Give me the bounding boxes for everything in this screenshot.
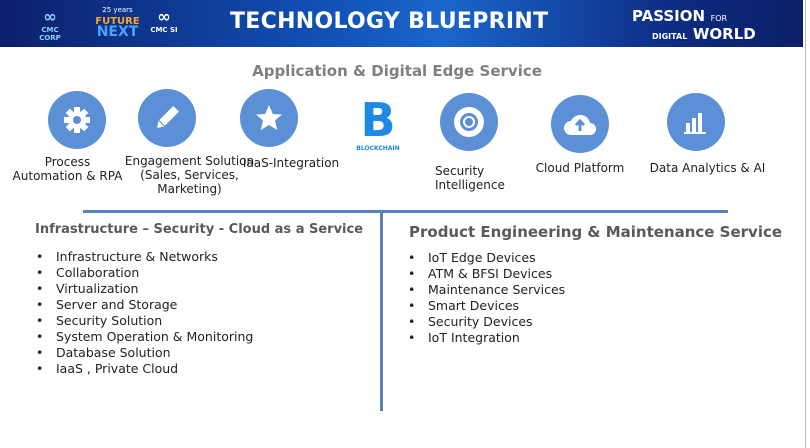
- cmc-si-logo: ∞CMC SI: [150, 7, 178, 35]
- list-item: IoT Integration: [408, 330, 565, 346]
- list-item: Infrastructure & Networks: [36, 249, 253, 265]
- next-text: NEXT: [96, 24, 139, 40]
- header-banner: ∞CMC CORP 25 years FUTURE NEXT ∞CMC SI T…: [0, 0, 803, 47]
- cloud-upload-icon: [551, 95, 609, 153]
- right-column-heading: Product Engineering & Maintenance Servic…: [409, 223, 783, 241]
- world-text: WORLD: [692, 25, 756, 43]
- list-item: IaaS , Private Cloud: [36, 361, 253, 377]
- for-text: FOR: [710, 14, 728, 23]
- service-label-engagement: Engagement Solution (Sales, Services, Ma…: [124, 154, 255, 196]
- service-label-data: Data Analytics & AI: [649, 161, 766, 175]
- list-item: Security Devices: [408, 314, 565, 330]
- list-item: Server and Storage: [36, 297, 253, 313]
- left-column-heading: Infrastructure – Security - Cloud as a S…: [35, 222, 364, 237]
- list-item: Virtualization: [36, 281, 253, 297]
- list-item: ATM & BFSI Devices: [408, 266, 565, 282]
- pencil-icon: [138, 89, 196, 147]
- blockchain-label: BLOCKCHAIN: [356, 145, 400, 152]
- future-text: FUTURE: [95, 16, 140, 27]
- service-label-process-automation: Process Automation & RPA: [12, 155, 123, 183]
- future-next-logo: 25 years FUTURE NEXT: [95, 5, 140, 40]
- passion-text: PASSION: [632, 7, 706, 25]
- horizontal-divider: [83, 210, 728, 213]
- lifebuoy-icon: [440, 93, 498, 151]
- digital-text: DIGITAL: [652, 32, 688, 41]
- vertical-divider: [380, 211, 383, 411]
- slide-border: [805, 0, 806, 448]
- cmc-si-text: CMC SI: [150, 26, 178, 34]
- years-text: 25 years: [102, 6, 133, 14]
- list-item: Smart Devices: [408, 298, 565, 314]
- service-label-cloud: Cloud Platform: [535, 161, 625, 175]
- gear-icon: [48, 91, 106, 149]
- list-item: Collaboration: [36, 265, 253, 281]
- list-item: Maintenance Services: [408, 282, 565, 298]
- cmc-corp-logo: ∞CMC CORP: [39, 7, 61, 43]
- right-list: IoT Edge Devices ATM & BFSI Devices Main…: [408, 250, 565, 346]
- passion-logo: PASSION FOR DIGITAL WORLD: [632, 8, 762, 44]
- section-subtitle: Application & Digital Edge Service: [252, 62, 542, 80]
- list-item: Database Solution: [36, 345, 253, 361]
- bar-chart-icon: [667, 93, 725, 151]
- list-item: IoT Edge Devices: [408, 250, 565, 266]
- list-item: System Operation & Monitoring: [36, 329, 253, 345]
- blockchain-logo: B BLOCKCHAIN: [349, 95, 407, 155]
- cmc-corp-text: CMC CORP: [39, 26, 61, 42]
- star-icon: [240, 89, 298, 147]
- left-list: Infrastructure & Networks Collaboration …: [36, 249, 253, 377]
- service-label-iaas: IaaS-Integration: [242, 156, 340, 170]
- service-label-security: Security Intelligence: [435, 164, 505, 192]
- list-item: Security Solution: [36, 313, 253, 329]
- page-title: TECHNOLOGY BLUEPRINT: [230, 9, 549, 34]
